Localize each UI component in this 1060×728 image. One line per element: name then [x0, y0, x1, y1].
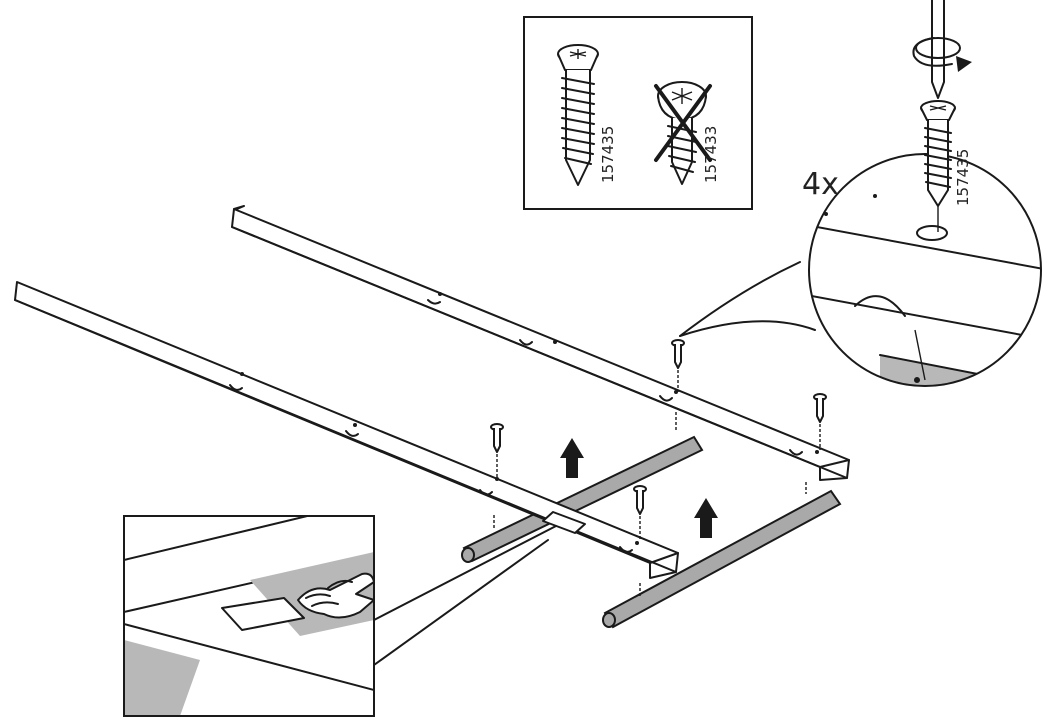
rod-back	[602, 489, 842, 629]
countersunk-screw-icon	[557, 44, 599, 186]
zoom-detail: 4x 157435	[679, 0, 1042, 387]
rail-back	[231, 205, 850, 481]
screw-icon	[813, 393, 827, 450]
correct-part-number: 157435	[599, 126, 617, 183]
quantity-label: 4x	[802, 167, 839, 202]
hand-detail-inset	[123, 515, 557, 717]
detail-screw-icon	[920, 100, 956, 232]
callout-line	[373, 525, 557, 621]
screw-icon	[671, 339, 685, 392]
callout-tail	[679, 261, 801, 337]
label-sticker	[542, 511, 586, 534]
scene-screws	[490, 339, 827, 598]
clockwise-arrow-icon	[912, 37, 972, 72]
screw-comparison-panel: 157435 157433	[523, 16, 753, 210]
screwdriver-icon	[931, 0, 945, 99]
detail-part-number: 157435	[954, 149, 972, 206]
pan-head-screw-crossed-icon	[654, 81, 712, 185]
hand-pressing-icon	[297, 572, 375, 619]
up-arrow-icon	[694, 498, 718, 538]
rod-front	[461, 435, 704, 563]
screw-icon	[633, 485, 647, 540]
rail-front	[14, 281, 679, 579]
up-arrow-icon	[560, 438, 584, 478]
screw-icon	[490, 423, 504, 478]
wrong-part-number: 157433	[702, 126, 720, 183]
